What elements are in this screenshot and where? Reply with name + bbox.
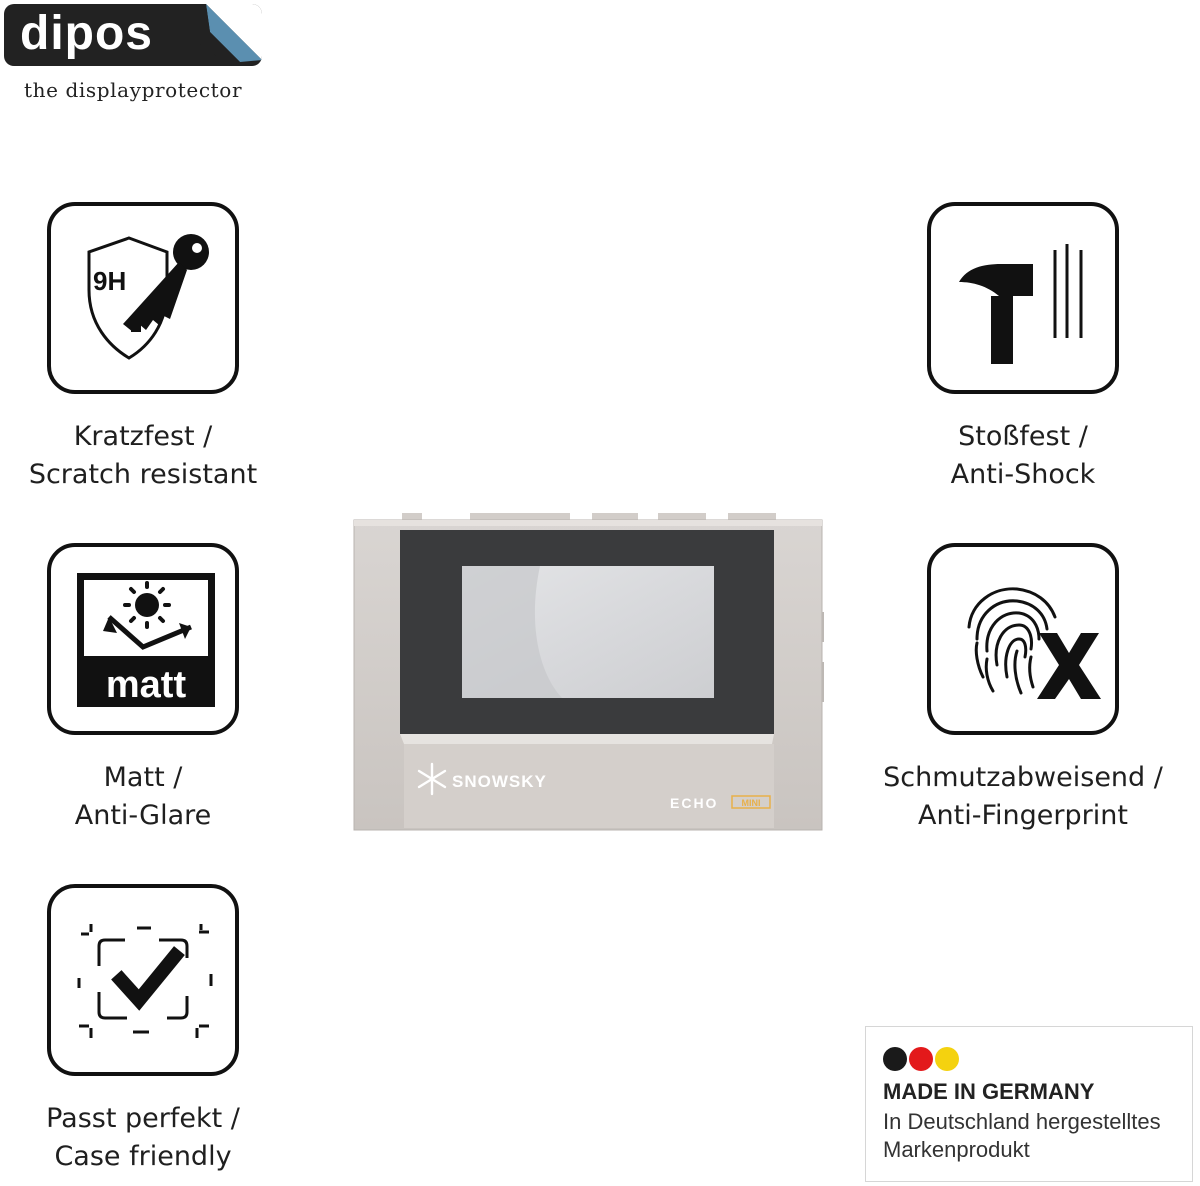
icon-tile: matt <box>47 543 239 735</box>
caption-line-1: Stoßfest / <box>958 421 1088 452</box>
sun-matt-icon: matt <box>77 573 215 707</box>
peel-corner-icon <box>200 4 262 66</box>
nine-h-label: 9H <box>93 266 126 296</box>
caption-line-1: Kratzfest / <box>73 421 213 452</box>
feature-caption: Stoßfest / Anti-Shock <box>878 418 1168 494</box>
checkmark-frame-icon <box>77 924 213 1038</box>
badge-line-2: Markenprodukt <box>883 1137 1030 1162</box>
icon-tile <box>47 884 239 1076</box>
badge-line-1: In Deutschland hergestelltes <box>883 1109 1161 1134</box>
snowsky-echo-mini-device: SNOWSKY ECHO MINI <box>353 513 824 831</box>
caption-line-1: Passt perfekt / <box>46 1103 240 1134</box>
dipos-logo: dipos the displayprotector <box>4 4 266 104</box>
icon-tile <box>927 543 1119 735</box>
icon-tile <box>927 202 1119 394</box>
flag-dot-gold <box>935 1047 959 1071</box>
caption-line-2: Anti-Glare <box>74 800 212 831</box>
flag-dot-black <box>883 1047 907 1071</box>
logo-wordmark: dipos <box>20 7 153 60</box>
caption-line-1: Schmutzabweisend / <box>883 762 1163 793</box>
device-brand-label: SNOWSKY <box>452 772 547 791</box>
feature-caption: Matt / Anti-Glare <box>0 759 288 835</box>
logo-tagline: the displayprotector <box>24 78 243 102</box>
hammer-icon <box>959 244 1083 364</box>
caption-line-2: Scratch resistant <box>28 459 258 490</box>
matt-label: matt <box>106 664 187 706</box>
feature-anti-shock: Stoßfest / Anti-Shock <box>878 202 1168 494</box>
caption-line-2: Case friendly <box>54 1141 232 1172</box>
icon-tile: 9H <box>47 202 239 394</box>
feature-anti-glare: matt Matt / Anti-Glare <box>0 543 288 835</box>
caption-line-2: Anti-Shock <box>950 459 1096 490</box>
device-model-label: ECHO <box>670 795 718 811</box>
shield-key-9h-icon: 9H <box>87 234 209 360</box>
caption-line-1: Matt / <box>103 762 183 793</box>
flag-dot-red <box>909 1047 933 1071</box>
device-model-sub: MINI <box>742 798 761 808</box>
feature-caption: Schmutzabweisend / Anti-Fingerprint <box>878 759 1168 835</box>
feature-case-friendly: Passt perfekt / Case friendly <box>0 884 288 1176</box>
snowflake-icon <box>417 762 447 796</box>
feature-caption: Kratzfest / Scratch resistant <box>0 418 288 494</box>
badge-title: MADE IN GERMANY <box>883 1079 1095 1104</box>
logo-box: dipos <box>4 4 262 66</box>
feature-caption: Passt perfekt / Case friendly <box>0 1100 288 1176</box>
caption-line-2: Anti-Fingerprint <box>918 800 1128 831</box>
feature-scratch-resistant: 9H Kratzfest / Scratch resistant <box>0 202 288 494</box>
made-in-germany-badge: MADE IN GERMANY In Deutschland hergestel… <box>865 1026 1193 1182</box>
fingerprint-x-icon <box>967 587 1101 699</box>
feature-anti-fingerprint: Schmutzabweisend / Anti-Fingerprint <box>878 543 1168 835</box>
